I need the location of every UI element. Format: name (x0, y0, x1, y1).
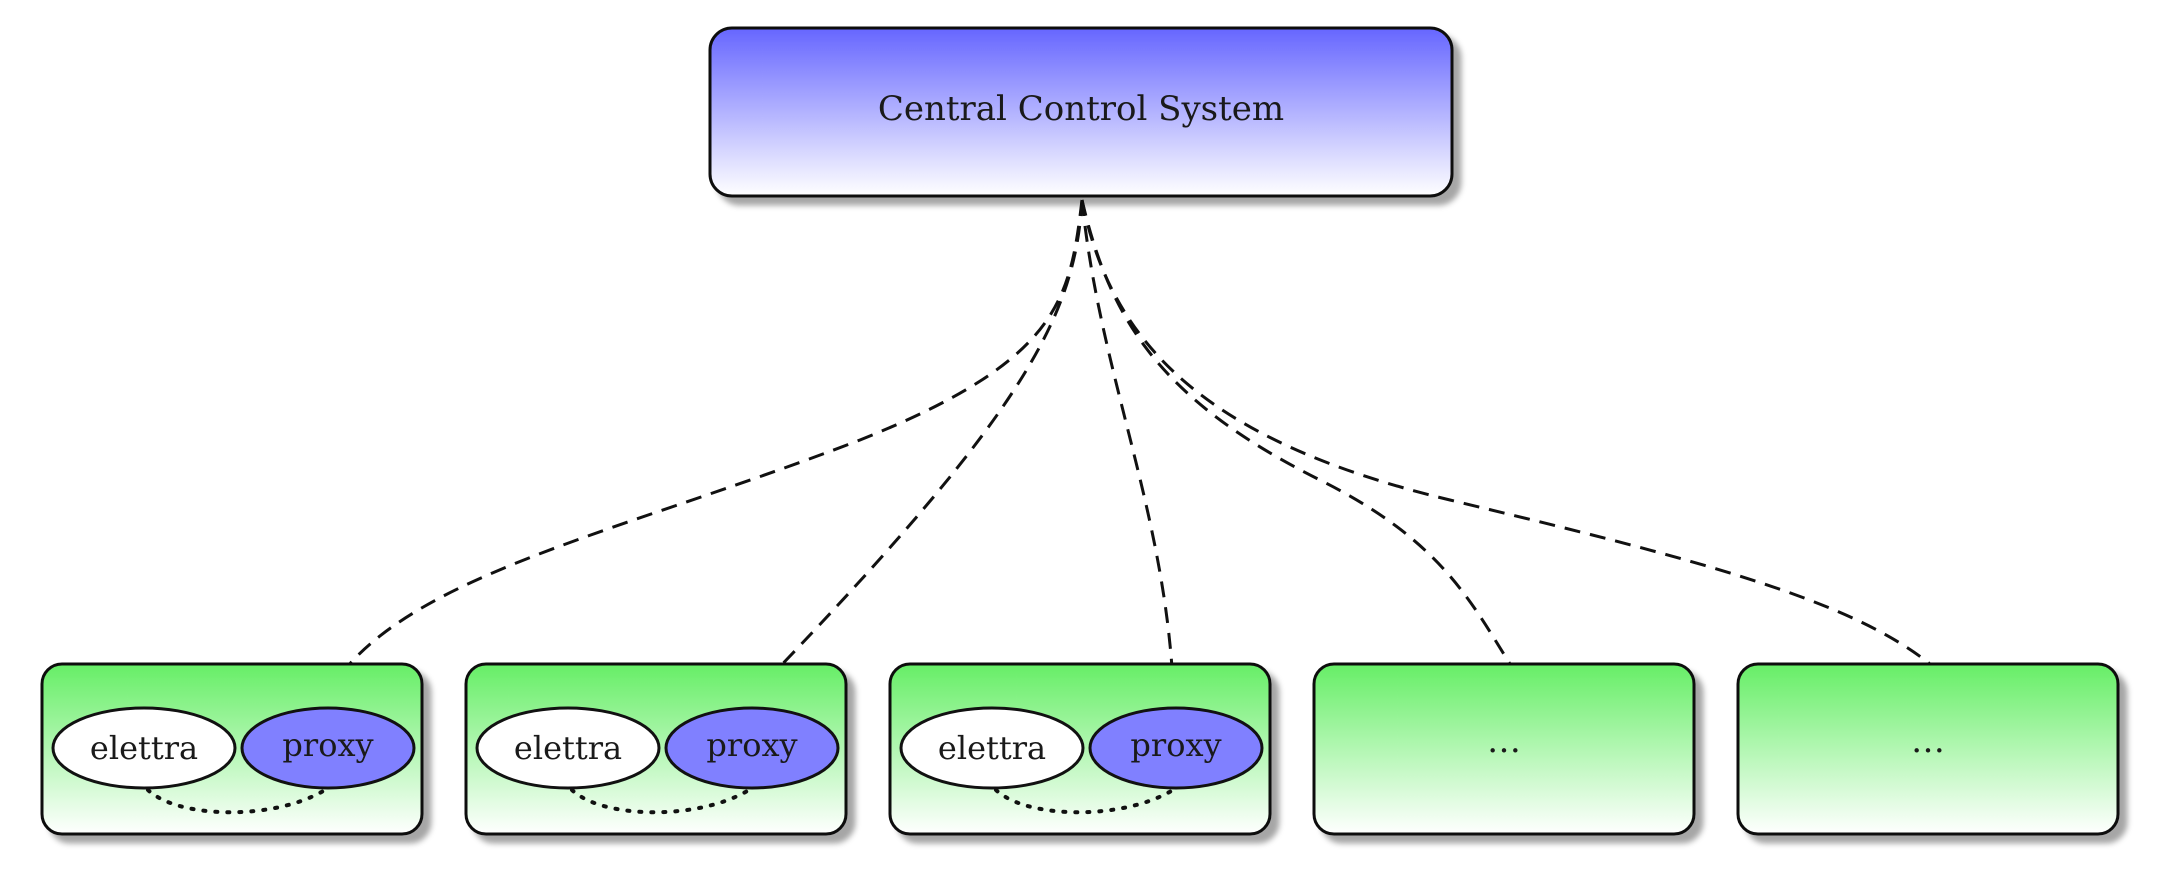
node-1-link-dotted (146, 786, 330, 815)
node-box-3: elettra proxy (888, 662, 1272, 836)
node-box-4: … (1312, 662, 1696, 836)
connection-node-5 (1080, 199, 1931, 666)
node-2-link-dotted (570, 786, 754, 815)
connection-node-4 (1080, 199, 1512, 665)
connection-node-3 (1080, 199, 1176, 711)
node-3-link-dotted (994, 786, 1178, 815)
node-1-elettra-ellipse (51, 706, 237, 790)
node-2-elettra-ellipse (475, 706, 661, 790)
connections (318, 199, 1931, 711)
node-2-proxy-label: proxy (706, 726, 797, 764)
central-control-system-label: Central Control System (878, 89, 1284, 129)
node-2-elettra-label: elettra (514, 729, 622, 767)
node-3-elettra-ellipse (899, 706, 1085, 790)
node-3-proxy-label: proxy (1130, 726, 1221, 764)
node-1-proxy-ellipse (240, 706, 416, 790)
node-5-ellipsis: … (1911, 721, 1945, 761)
node-1-elettra-label: elettra (90, 729, 198, 767)
central-control-system-box: Central Control System (708, 26, 1454, 198)
connection-node-1 (318, 199, 1084, 709)
node-box-1: elettra proxy (40, 662, 424, 836)
node-3-proxy-ellipse (1088, 706, 1264, 790)
node-box-2: elettra proxy (464, 662, 848, 836)
node-box-5: … (1736, 662, 2120, 836)
node-1-proxy-label: proxy (282, 726, 373, 764)
node-4-ellipsis: … (1487, 721, 1521, 761)
node-3-elettra-label: elettra (938, 729, 1046, 767)
connection-node-2 (738, 199, 1084, 710)
node-2-proxy-ellipse (664, 706, 840, 790)
